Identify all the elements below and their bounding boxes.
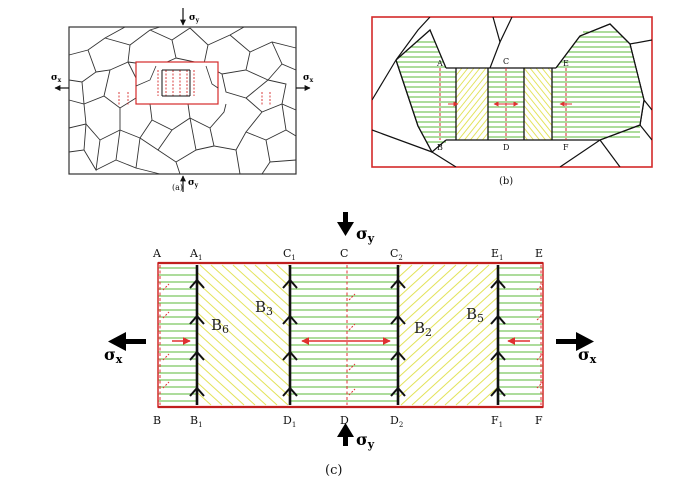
panel-c-label-e: E bbox=[535, 247, 543, 260]
panel-b-label-b: B bbox=[437, 143, 443, 152]
panel-a: σy σy σx σx (a) bbox=[51, 8, 314, 192]
panel-b-label-e: E bbox=[563, 59, 569, 68]
panel-b-label-d: D bbox=[503, 143, 509, 152]
panel-c-sigma-top: σy bbox=[356, 224, 375, 245]
panel-c-label-c2: C2 bbox=[390, 247, 403, 262]
panel-c-caption: (c) bbox=[325, 463, 342, 478]
panel-c-band-b6: B6 bbox=[211, 316, 229, 336]
panel-a-sigma-left: σx bbox=[51, 73, 62, 84]
panel-c-label-d1: D1 bbox=[283, 414, 296, 429]
panel-a-side-slips bbox=[118, 92, 271, 106]
panel-a-stress-arrows bbox=[54, 8, 311, 192]
panel-a-sigma-right: σx bbox=[303, 73, 314, 84]
panel-c-band-b2: B2 bbox=[414, 319, 432, 339]
panel-c-label-d2: D2 bbox=[390, 414, 403, 429]
panel-c-label-f: F bbox=[535, 414, 543, 427]
panel-c-background bbox=[158, 263, 543, 407]
panel-c-slip-dashes bbox=[159, 265, 542, 405]
panel-a-sigma-top: σy bbox=[189, 13, 200, 24]
panel-c-boundary-ticks bbox=[189, 279, 506, 397]
panel-b-label-c: C bbox=[503, 57, 509, 66]
panel-c-label-a1: A1 bbox=[189, 247, 202, 262]
panel-b-caption: (b) bbox=[499, 176, 513, 187]
panel-b-label-f: F bbox=[563, 143, 569, 152]
panel-c-label-d: D bbox=[340, 414, 349, 427]
panel-a-sigma-bottom: σy bbox=[188, 178, 199, 189]
panel-c-label-b: B bbox=[153, 414, 161, 427]
panel-c-label-c: C bbox=[340, 247, 348, 260]
panel-c-label-a: A bbox=[152, 247, 162, 260]
panel-b: A B C D E F (b) bbox=[371, 16, 653, 187]
panel-a-detail-window bbox=[135, 61, 219, 105]
panel-a-grain-network bbox=[68, 26, 297, 175]
panel-c: σy σy σx σx A A1 C1 C C2 E1 E B B1 D1 D … bbox=[104, 212, 597, 478]
panel-c-band-b3: B3 bbox=[255, 298, 273, 318]
panel-c-sigma-left: σx bbox=[104, 345, 123, 366]
panel-c-label-c1: C1 bbox=[283, 247, 296, 262]
panel-a-window-content bbox=[135, 65, 219, 97]
panel-b-boundary-lines bbox=[395, 23, 645, 154]
panel-c-grain-boundaries bbox=[195, 265, 500, 405]
panel-c-label-b1: B1 bbox=[190, 414, 203, 429]
panel-a-caption: (a) bbox=[172, 183, 183, 192]
panel-b-hatching bbox=[396, 31, 644, 143]
panel-c-dislocation-marks bbox=[162, 283, 544, 396]
panel-c-sigma-bottom: σy bbox=[356, 430, 375, 451]
panel-c-stress-arrows bbox=[108, 212, 594, 446]
panel-c-label-e1: E1 bbox=[491, 247, 504, 262]
panel-c-sigma-right: σx bbox=[578, 345, 597, 366]
panel-c-band-b5: B5 bbox=[466, 305, 484, 325]
panel-c-label-f1: F1 bbox=[491, 414, 503, 429]
panel-b-label-a: A bbox=[436, 59, 443, 68]
